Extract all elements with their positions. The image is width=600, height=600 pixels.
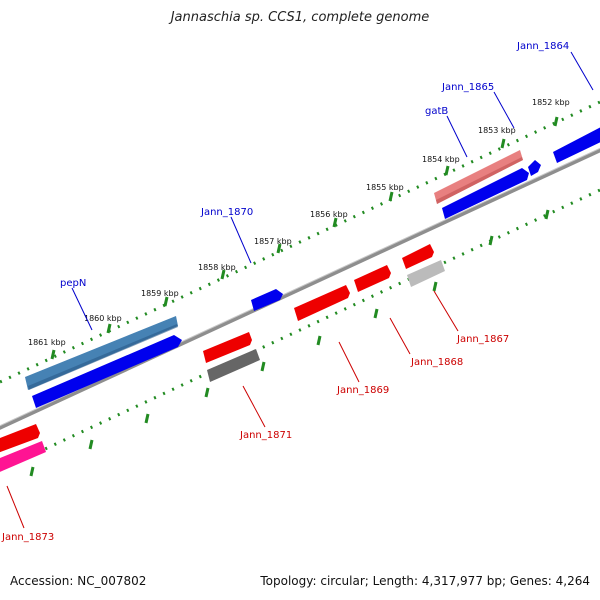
cog-bar-shade: [436, 157, 523, 204]
leader-jann-1864: [570, 51, 594, 91]
tick-1853: [500, 138, 506, 149]
tick-label: 1858 kbp: [198, 263, 236, 272]
cog-bar-jann-1873: [0, 441, 46, 472]
tick-label: 1857 kbp: [254, 237, 292, 246]
gene-arrow-jann-1873: [0, 424, 40, 453]
gene-label-jann-1868: Jann_1868: [410, 357, 463, 368]
leader-jann-1870: [230, 216, 252, 264]
gene-arrow-jann-1864: [553, 127, 600, 163]
tick-label: 1861 kbp: [28, 338, 66, 347]
gene-arrow-pepN: [32, 335, 182, 408]
gene-arrow-jann-1868: [354, 265, 391, 292]
gene-labels: Jann_1864 Jann_1865 gatB Jann_1870 pepN …: [1, 41, 569, 543]
tick-labels: 1852 kbp 1853 kbp 1854 kbp 1855 kbp 1856…: [28, 98, 570, 347]
genome-title: Jannaschia sp. CCS1, complete genome: [170, 10, 430, 25]
leader-jann-1868: [389, 317, 411, 355]
major-ticks-outer: [50, 116, 559, 360]
scale-track-outer: [0, 100, 600, 384]
gene-label-jann-1873: Jann_1873: [1, 532, 54, 543]
gene-label-jann-1869: Jann_1869: [336, 385, 389, 396]
tick-label: 1852 kbp: [532, 98, 570, 107]
leader-jann-1871: [242, 385, 266, 428]
tick-label: 1853 kbp: [478, 126, 516, 135]
accession-text: Accession: NC_007802: [10, 574, 147, 588]
cog-bar-jann-1867: [407, 260, 445, 287]
tick-1856: [332, 217, 338, 228]
cog-reverse-track: [0, 260, 445, 472]
tick-1855: [388, 191, 394, 202]
gene-label-pepN: pepN: [60, 278, 86, 289]
leader-jann-1873: [6, 485, 25, 529]
tick-label: 1859 kbp: [141, 289, 179, 298]
gene-arrow-jann-1867: [402, 244, 434, 269]
major-ticks-inner: [29, 209, 550, 477]
gene-label-jann-1865: Jann_1865: [441, 82, 494, 93]
tick-label: 1856 kbp: [310, 210, 348, 219]
tick-label: 1854 kbp: [422, 155, 460, 164]
gene-arrow-jann-1870: [251, 289, 283, 311]
tick-label: 1860 kbp: [84, 314, 122, 323]
scale-track-inner: [0, 188, 600, 472]
tick-1854: [444, 165, 450, 176]
gene-arrow-gatB: [442, 168, 529, 219]
gene-label-jann-1871: Jann_1871: [239, 430, 292, 441]
reverse-genes: [0, 244, 434, 453]
gene-arrow-jann-1871: [203, 332, 252, 363]
gene-label-gatB: gatB: [425, 106, 448, 117]
gene-label-jann-1864: Jann_1864: [516, 41, 569, 52]
cog-forward-track: [25, 150, 523, 390]
genome-backbone: [0, 147, 600, 430]
cog-bar-jann-1871: [207, 349, 260, 382]
gene-label-jann-1867: Jann_1867: [456, 334, 509, 345]
label-leaders: [6, 51, 594, 529]
tick-1858: [220, 269, 226, 280]
leader-gatB: [446, 115, 468, 158]
tick-1852: [553, 116, 559, 127]
leader-jann-1867: [433, 290, 459, 332]
tick-label: 1855 kbp: [366, 183, 404, 192]
forward-genes: [32, 127, 600, 408]
genome-stats-text: Topology: circular; Length: 4,317,977 bp…: [260, 574, 590, 588]
tick-1861: [50, 349, 56, 360]
gene-arrow-jann-1869: [294, 285, 350, 321]
tick-1860: [106, 323, 112, 334]
gene-arrow-jann-1865: [528, 160, 541, 176]
cog-bar-shade: [28, 324, 178, 390]
leader-jann-1869: [338, 341, 360, 383]
leader-jann-1865: [493, 91, 515, 129]
gene-label-jann-1870: Jann_1870: [200, 207, 253, 218]
tick-1857: [276, 243, 282, 254]
leader-pepN: [71, 287, 93, 331]
tick-1859: [163, 296, 169, 307]
